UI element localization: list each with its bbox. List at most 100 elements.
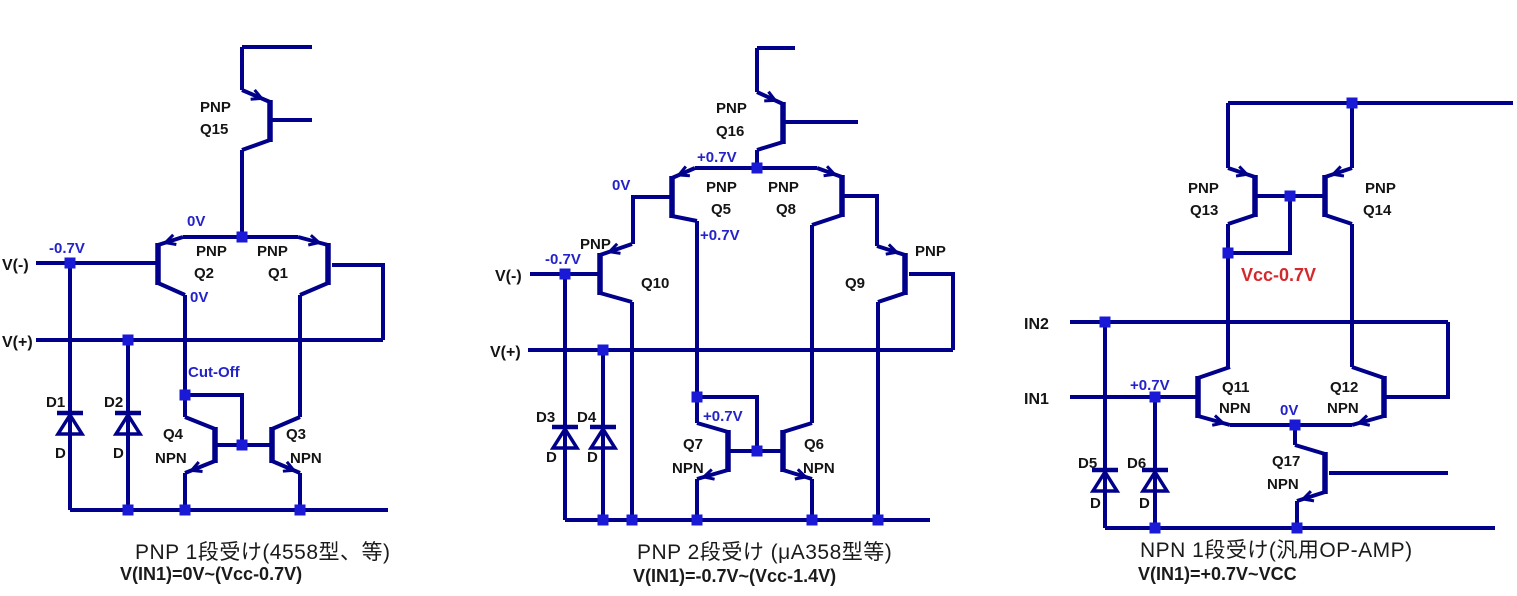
anode-triangle [549, 425, 581, 450]
transistor-Q17 [1294, 443, 1328, 503]
label-q7-name: Q7 [683, 436, 703, 453]
label-net-0v-pair1: 0V [187, 213, 205, 230]
label-q12-name: Q12 [1330, 379, 1358, 396]
caption-right-formula: V(IN1)=+0.7V~VCC [1138, 564, 1297, 584]
label-q4-name: Q4 [163, 426, 184, 443]
label-q10-type: PNP [580, 236, 611, 253]
emitter-arrow-icon [764, 90, 779, 103]
emitter-arrow-icon [188, 461, 203, 473]
label-q11-name: Q11 [1222, 379, 1250, 396]
junction-node [122, 334, 134, 346]
transistor-Q4 [184, 415, 218, 475]
collector-emitter-lead [599, 291, 633, 304]
collector-emitter-lead [184, 415, 216, 431]
label-q14-name: Q14 [1363, 202, 1392, 219]
collector-emitter-lead [696, 421, 729, 434]
label-d2-sub: D [113, 445, 124, 462]
label-q17-name: Q17 [1272, 453, 1300, 470]
collector-emitter-lead [241, 138, 271, 152]
emitter-arrow-icon [307, 234, 323, 247]
junction-node [1284, 190, 1296, 202]
junction-node [236, 439, 248, 451]
collector-emitter-lead [1197, 365, 1231, 380]
anode-triangle [112, 411, 144, 436]
collector-emitter-lead [1324, 213, 1353, 226]
emitter-arrow-icon [606, 242, 621, 255]
collector-emitter-lead [1227, 213, 1256, 226]
label-q8-type: PNP [768, 179, 799, 196]
label-d2-name: D2 [104, 394, 123, 411]
label-q3-name: Q3 [286, 426, 306, 443]
label-q5-name: Q5 [711, 201, 731, 218]
junction-node [294, 504, 306, 516]
label-q15-name: Q15 [200, 121, 228, 138]
emitter-arrow-icon [700, 468, 715, 481]
transistor-Q16 [756, 90, 786, 152]
junction-node [597, 344, 609, 356]
collector-emitter-lead [877, 291, 906, 304]
label-vminus-2: V(-) [495, 268, 522, 285]
junction-node [122, 504, 134, 516]
anode-triangle [1139, 468, 1171, 493]
label-net-0v-3: 0V [1280, 402, 1298, 419]
label-q12-type: NPN [1327, 400, 1359, 417]
label-q13-name: Q13 [1190, 202, 1218, 219]
wire [697, 395, 759, 451]
transistor-Q14 [1322, 165, 1353, 226]
junction-node [691, 391, 703, 403]
label-net-p07v-rail2: +0.7V [697, 149, 737, 166]
label-q17-type: NPN [1267, 476, 1299, 493]
junction-node [179, 504, 191, 516]
transistor-Q10 [597, 242, 633, 304]
label-q3-type: NPN [290, 450, 322, 467]
label-net-p07v-q5col: +0.7V [700, 227, 740, 244]
label-q9-type: PNP [915, 243, 946, 260]
wire [1386, 322, 1450, 399]
label-d4-name: D4 [577, 409, 597, 426]
label-d4-sub: D [587, 449, 598, 466]
label-vplus-2: V(+) [490, 344, 521, 361]
diode-D2 [112, 410, 144, 436]
label-net-0v-2: 0V [612, 177, 630, 194]
label-q9-name: Q9 [845, 275, 865, 292]
transistor-Q8 [811, 165, 845, 227]
label-q13-type: PNP [1188, 180, 1219, 197]
wire [631, 195, 672, 244]
junction-node [236, 231, 248, 243]
junction-node [1099, 316, 1111, 328]
collector-emitter-lead [1294, 443, 1326, 456]
junction-node [1346, 97, 1358, 109]
junction-node [1289, 419, 1301, 431]
collector-emitter-lead [876, 244, 906, 257]
label-q10-name: Q10 [641, 275, 669, 292]
label-d1-sub: D [55, 445, 66, 462]
collector-emitter-lead [157, 281, 186, 297]
emitter-arrow-icon [250, 88, 265, 101]
collector-emitter-lead [816, 166, 843, 179]
transistor-Q5 [669, 165, 698, 223]
label-q8-name: Q8 [776, 201, 796, 218]
diode-D1 [54, 410, 86, 436]
label-q11-type: NPN [1219, 400, 1251, 417]
label-q6-name: Q6 [804, 436, 824, 453]
transistor-Q7 [696, 421, 731, 481]
collector-emitter-lead [271, 415, 301, 431]
caption-left-heading: PNP 1段受け(4558型、等) [135, 541, 391, 564]
label-d5-name: D5 [1078, 455, 1097, 472]
wire [844, 194, 879, 246]
junction-node [1149, 522, 1161, 534]
collector-emitter-lead [811, 213, 843, 227]
label-q1-type: PNP [257, 243, 288, 260]
transistor-Q13 [1227, 165, 1258, 226]
collector-emitter-lead [241, 88, 271, 104]
junction-node [597, 514, 609, 526]
collector-emitter-lead [1324, 166, 1353, 179]
label-q4-type: NPN [155, 450, 187, 467]
label-net-p07v-3: +0.7V [1130, 377, 1170, 394]
emitter-arrow-icon [162, 233, 177, 246]
emitter-arrow-icon [1235, 165, 1250, 178]
junction-node [179, 389, 191, 401]
anode-triangle [54, 411, 86, 436]
label-q14-type: PNP [1365, 180, 1396, 197]
